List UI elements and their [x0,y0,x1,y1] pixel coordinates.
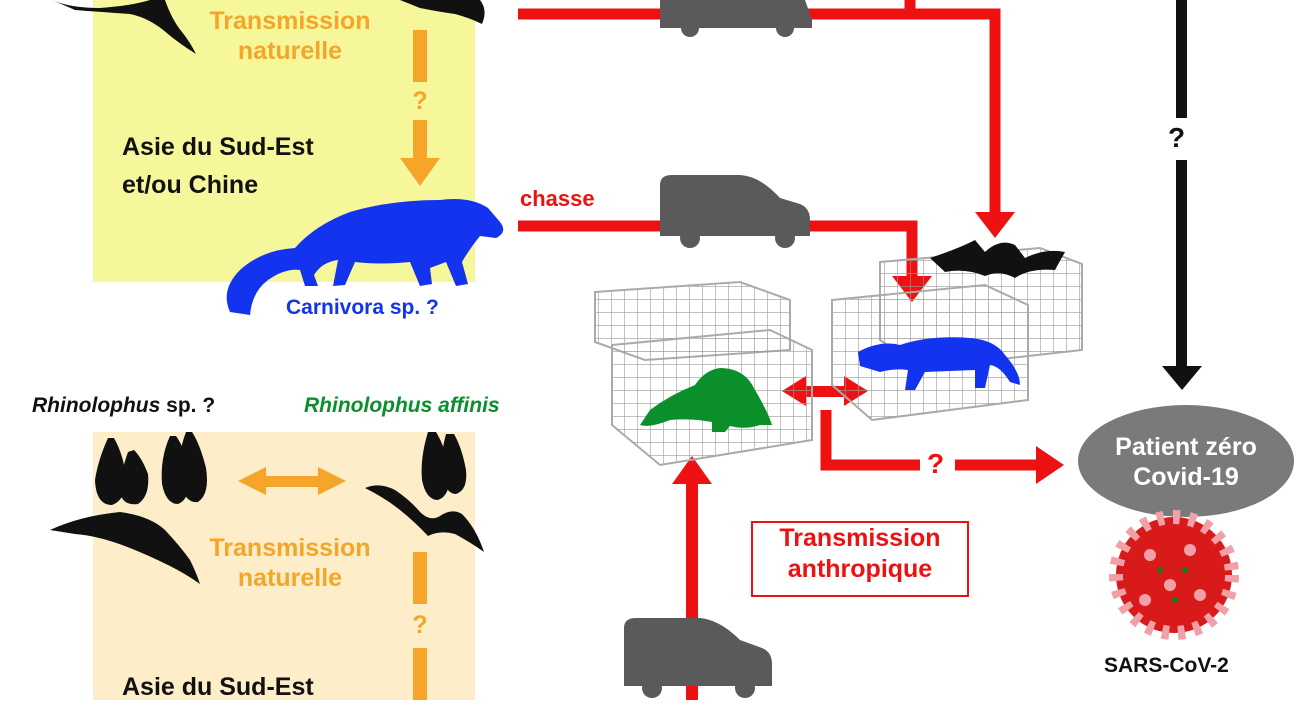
species-left-rest: sp. ? [160,394,216,417]
civet-icon [226,199,504,315]
anthropic-line-1: Transmission [779,524,941,552]
anthropic-transmission-box: Transmission anthropique [751,521,969,597]
transmission-label-bottom: Transmission naturelle [200,533,380,593]
vehicle-icon [624,618,772,698]
virus-icon [1109,510,1239,640]
region-line-1: Asie du Sud-Est [122,133,314,161]
bat-icon [365,485,484,552]
civet-icon [858,337,1020,390]
naturelle-word: naturelle [237,37,343,65]
orange-arrow-top [400,30,440,186]
patient-zero-label: Patient zéro Covid-19 [1078,432,1294,492]
bat-icon [95,432,207,505]
question-mark-market: ? [927,448,945,479]
vehicle-icon [660,0,812,37]
bat-icon [400,0,485,24]
species-left-genus: Rhinolophus [32,394,161,417]
carnivora-label: Carnivora sp. ? [286,296,439,319]
chasse-label: chasse [520,186,595,211]
region-label-top: Asie du Sud-Est et/ou Chine [122,128,314,204]
question-mark-right: ? [1168,122,1186,153]
transmission-word: Transmission [209,534,371,562]
orange-arrow-bottom [413,552,427,700]
pangolin-icon [640,368,772,432]
red-arrowhead-1 [975,212,1015,238]
anthropic-line-2: anthropique [787,555,933,583]
red-arrow-market-patient [820,410,1040,471]
transmission-word: Transmission [209,7,371,35]
red-arrowhead-up [672,456,712,484]
virus-label: SARS-CoV-2 [1104,654,1229,677]
region-label-bottom: Asie du Sud-Est [122,673,314,701]
black-arrow [1162,0,1202,390]
bat-icon [421,432,467,500]
red-arrow-network-top [518,0,1001,280]
patient-line-1: Patient zéro [1115,433,1257,461]
patient-zero-ellipse [1078,405,1294,517]
species-left-label: Rhinolophus sp. ? [32,394,215,418]
bat-icon [52,0,196,54]
vehicle-icon [660,175,810,248]
bat-icon [930,240,1065,278]
orange-double-arrow [238,467,346,495]
question-mark-top: ? [412,87,428,115]
region-line-2: et/ou Chine [122,171,259,199]
naturelle-word: naturelle [237,564,343,592]
patient-line-2: Covid-19 [1133,463,1239,491]
transmission-label-top: Transmission naturelle [200,6,380,66]
species-right-label: Rhinolophus affinis [304,394,500,417]
question-mark-bottom: ? [412,611,428,639]
bat-icon [50,512,200,584]
